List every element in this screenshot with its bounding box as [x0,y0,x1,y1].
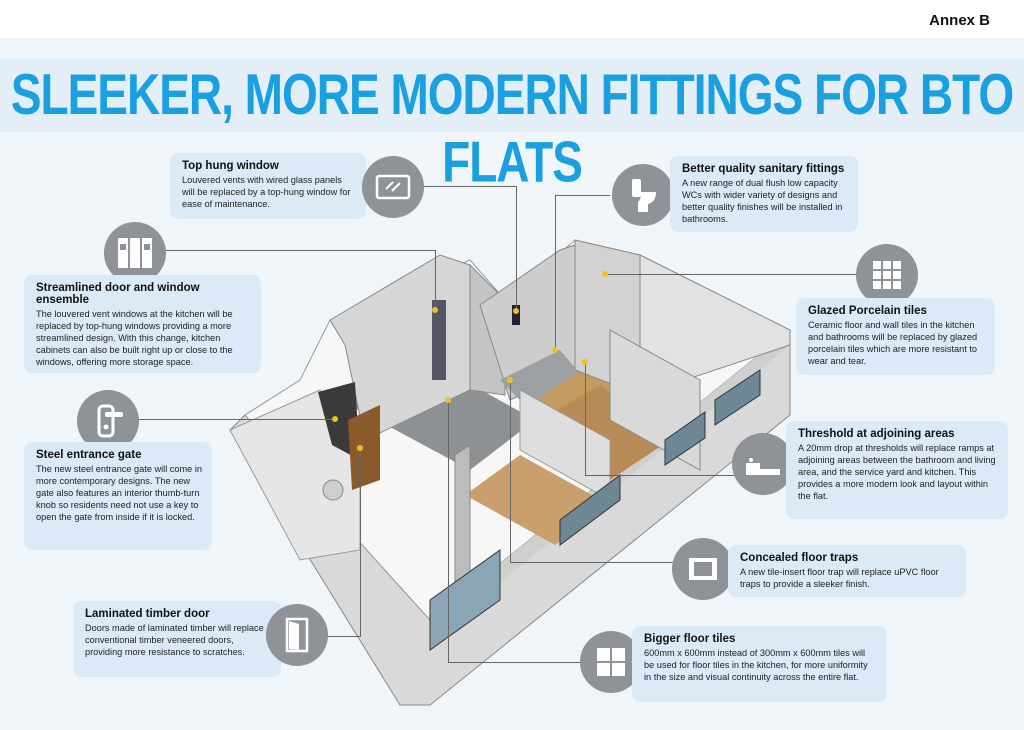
location-dot [432,307,438,313]
door-icon [266,604,328,666]
card-sanitary-fittings: Better quality sanitary fittings A new r… [670,156,858,232]
leader-line [365,186,517,187]
card-title: Bigger floor tiles [644,633,736,645]
location-dot [357,445,363,451]
leader-line [585,475,735,476]
leader-line [435,250,436,310]
leader-line [135,419,335,420]
card-bigger-floor-tiles: Bigger floor tiles 600mm x 600mm instead… [632,626,887,702]
floor-trap-icon [672,538,734,600]
leader-line [323,636,361,637]
leader-line [555,195,610,196]
leader-line [555,195,556,350]
card-text: The louvered vent windows at the kitchen… [36,309,233,367]
tiles-grid-icon [856,244,918,306]
card-glazed-porcelain-tiles: Glazed Porcelain tiles Ceramic floor and… [796,298,995,375]
card-title: Better quality sanitary fittings [682,163,845,175]
leader-line [516,186,517,311]
card-title: Laminated timber door [85,608,210,620]
door-handle-icon [77,390,139,452]
leader-line [448,662,583,663]
leader-line [510,562,675,563]
card-door-window-ensemble: Streamlined door and window ensemble The… [24,275,261,373]
threshold-icon [732,433,794,495]
card-text: A new range of dual flush low capacity W… [682,178,843,224]
door-window-icon [104,222,166,284]
card-text: Doors made of laminated timber will repl… [85,623,264,657]
card-title: Threshold at adjoining areas [798,428,955,440]
leader-line [585,362,586,475]
annex-label: Annex B [929,12,990,29]
card-steel-entrance-gate: Steel entrance gate The new steel entran… [24,442,212,550]
card-text: A 20mm drop at thresholds will replace r… [798,443,996,501]
location-dot [507,377,513,383]
card-concealed-floor-traps: Concealed floor traps A new tile-insert … [728,545,966,597]
location-dot [513,308,519,314]
card-title: Glazed Porcelain tiles [808,305,927,317]
card-laminated-timber-door: Laminated timber door Doors made of lami… [73,601,281,677]
floor-tiles-icon [580,631,642,693]
window-icon [362,156,424,218]
card-text: 600mm x 600mm instead of 300mm x 600mm t… [644,648,868,682]
card-title: Streamlined door and window ensemble [36,282,200,306]
location-dot [552,347,558,353]
location-dot [332,416,338,422]
card-text: Louvered vents with wired glass panels w… [182,175,351,209]
card-title: Steel entrance gate [36,449,142,461]
leader-line [448,400,449,662]
card-text: Ceramic floor and wall tiles in the kitc… [808,320,978,366]
location-dot [445,397,451,403]
leader-line [605,274,860,275]
leader-line [360,448,361,636]
card-text: A new tile-insert floor trap will replac… [740,567,939,589]
leader-line [510,380,511,562]
toilet-icon [612,164,674,226]
card-title: Top hung window [182,160,279,172]
title-band [0,58,1024,132]
leader-line [165,250,435,251]
location-dot [582,359,588,365]
page-title: SLEEKER, MORE MODERN FITTINGS FOR BTO FL… [10,61,1014,194]
location-dot [602,271,608,277]
card-threshold: Threshold at adjoining areas A 20mm drop… [786,421,1008,519]
card-top-hung-window: Top hung window Louvered vents with wire… [170,153,366,219]
card-text: The new steel entrance gate will come in… [36,464,202,522]
card-title: Concealed floor traps [740,552,859,564]
